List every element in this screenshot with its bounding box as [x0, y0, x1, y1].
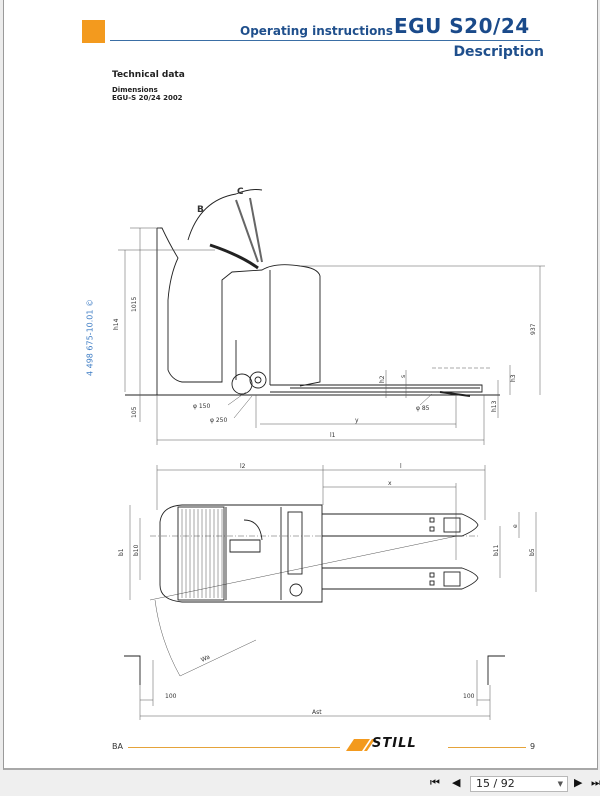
- svg-text:B: B: [197, 205, 204, 215]
- subheading-model-year: EGU-S 20/24 2002: [112, 94, 183, 102]
- svg-text:100: 100: [165, 693, 177, 700]
- svg-text:l: l: [400, 463, 402, 470]
- svg-text:937: 937: [530, 323, 537, 335]
- svg-text:φ 85: φ 85: [416, 405, 430, 412]
- prev-page-button[interactable]: ◀: [452, 776, 461, 789]
- page-selector[interactable]: 15 / 92 ▼: [470, 776, 568, 792]
- dimension-drawing: B C h14 1015 105 h2 s h3 h13 937 φ 150 φ…: [113, 187, 545, 720]
- footer-page-number: 9: [530, 742, 536, 751]
- header-model: EGU S20/24: [394, 14, 530, 38]
- svg-text:h2: h2: [379, 375, 386, 383]
- svg-text:b1: b1: [118, 548, 125, 556]
- first-page-button[interactable]: ⏮: [430, 776, 440, 789]
- svg-text:b10: b10: [133, 544, 140, 556]
- footer-rule-left: [128, 747, 340, 748]
- page-indicator: 15 / 92: [476, 777, 515, 790]
- svg-text:e: e: [512, 524, 519, 528]
- chevron-down-icon: ▼: [557, 780, 563, 788]
- svg-text:l1: l1: [330, 432, 336, 439]
- svg-text:h3: h3: [510, 374, 517, 382]
- svg-text:l2: l2: [240, 463, 246, 470]
- brand-square: [82, 20, 105, 43]
- svg-text:C: C: [237, 187, 244, 197]
- svg-text:x: x: [388, 480, 392, 487]
- subheading-dimensions: Dimensions: [112, 86, 158, 94]
- svg-text:b5: b5: [529, 548, 536, 556]
- header-section: Operating instructions: [240, 24, 393, 38]
- header-rule: [110, 40, 540, 41]
- svg-text:h13: h13: [491, 400, 498, 412]
- last-page-button[interactable]: ⏭: [591, 776, 600, 789]
- svg-text:φ 150: φ 150: [193, 403, 211, 410]
- section-heading: Technical data: [112, 70, 185, 80]
- svg-text:100: 100: [463, 693, 475, 700]
- svg-text:φ 250: φ 250: [210, 417, 228, 424]
- still-logo-icon: [346, 739, 375, 751]
- svg-text:Wa: Wa: [200, 653, 212, 663]
- footer-rule-right: [448, 747, 526, 748]
- svg-text:y: y: [355, 417, 359, 424]
- svg-text:Ast: Ast: [312, 709, 322, 716]
- svg-text:b11: b11: [493, 544, 500, 556]
- svg-text:s: s: [400, 375, 407, 378]
- footer-brand: STILL: [372, 736, 417, 751]
- svg-text:1015: 1015: [131, 297, 138, 312]
- header-subsection: Description: [453, 44, 544, 60]
- svg-text:105: 105: [131, 406, 138, 418]
- svg-text:h14: h14: [113, 318, 120, 330]
- footer-code: BA: [112, 742, 123, 751]
- next-page-button[interactable]: ▶: [574, 776, 583, 789]
